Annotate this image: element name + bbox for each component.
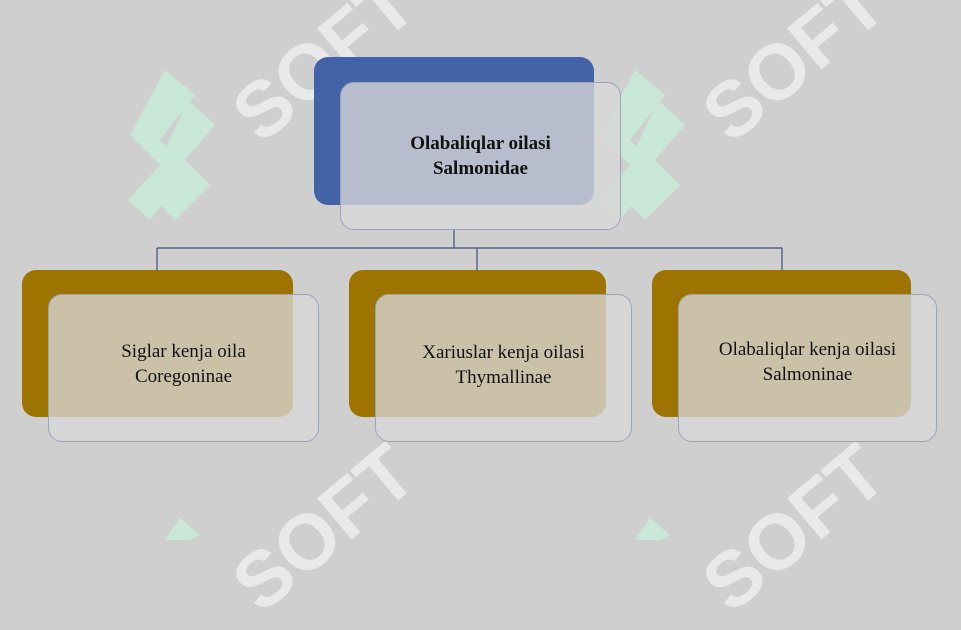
- child-node-text: Siglar kenja oila Coregoninae: [121, 339, 246, 389]
- child-node: Siglar kenja oila Coregoninae: [48, 294, 319, 442]
- child-node-subtitle: Coregoninae: [134, 366, 233, 387]
- diagram-canvas: SOFT SOFT SOFT SOFT Olabaliqlar oilasi S…: [22, 0, 937, 628]
- child-node: Olabaliqlar kenja oilasi Salmoninae: [678, 294, 937, 442]
- connector-lines: [156, 230, 783, 270]
- child-node-subtitle: Thymallinae: [455, 367, 552, 388]
- child-node-title: Xariuslar kenja oilasi: [422, 341, 585, 363]
- root-node-subtitle: Salmonidae: [432, 158, 528, 179]
- root-node: Olabaliqlar oilasi Salmonidae: [340, 82, 621, 230]
- child-node-title: Olabaliqlar kenja oilasi: [718, 338, 897, 360]
- root-node-title: Olabaliqlar oilasi: [410, 132, 551, 154]
- child-node-text: Xariuslar kenja oilasi Thymallinae: [422, 340, 585, 390]
- child-node-text: Olabaliqlar kenja oilasi Salmoninae: [719, 337, 896, 387]
- root-node-text: Olabaliqlar oilasi Salmonidae: [410, 131, 551, 181]
- child-node-subtitle: Salmoninae: [762, 364, 853, 385]
- child-node-title: Siglar kenja oila: [121, 340, 246, 362]
- child-node: Xariuslar kenja oilasi Thymallinae: [375, 294, 632, 442]
